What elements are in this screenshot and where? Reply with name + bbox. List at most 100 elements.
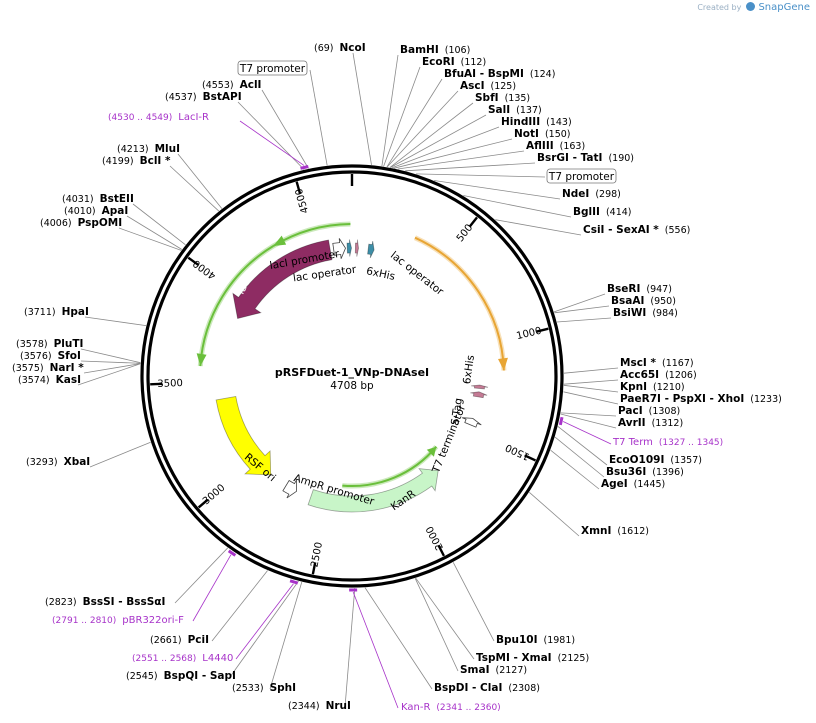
leader-line xyxy=(463,195,572,218)
feature-s-tag[interactable] xyxy=(470,391,488,399)
tick-mark xyxy=(197,498,209,509)
tick-label: 3500 xyxy=(157,378,183,390)
restriction-site-label[interactable]: (3576)SfoI xyxy=(20,350,81,362)
restriction-site-label[interactable]: AscI(125) xyxy=(460,80,516,92)
feature-lac-operator[interactable] xyxy=(367,241,375,259)
restriction-site-label[interactable]: PaeR7I - PspXI - XhoI(1233) xyxy=(620,393,782,405)
feature-t7-terminator[interactable] xyxy=(462,417,482,428)
tick-label: 4000 xyxy=(191,257,218,281)
restriction-site-label[interactable]: SalI(137) xyxy=(488,104,542,116)
leader-line xyxy=(394,138,513,169)
primer-label[interactable]: (2551 .. 2568)L4440 xyxy=(132,653,233,664)
leader-line xyxy=(550,449,600,490)
restriction-site-label[interactable]: (2661)PciI xyxy=(150,634,209,646)
restriction-site-label[interactable]: SmaI(2127) xyxy=(460,664,527,676)
restriction-site-label[interactable]: CsiI - SexAI *(556) xyxy=(583,224,690,236)
leader-line xyxy=(557,426,608,466)
restriction-site-label[interactable]: (4006)PspOMI xyxy=(40,217,122,229)
restriction-site-label[interactable]: (4199)BclI * xyxy=(102,155,171,167)
restriction-site-label[interactable]: (2533)SphI xyxy=(232,682,296,694)
leader-line xyxy=(344,587,356,708)
primer-label[interactable]: (2791 .. 2810)pBR322ori-F xyxy=(52,615,184,626)
leader-line xyxy=(389,102,474,168)
leader-line xyxy=(554,436,605,478)
restriction-site-label[interactable]: AgeI(1445) xyxy=(601,478,665,490)
restriction-site-label[interactable]: (2344)NruI xyxy=(288,700,351,712)
feature-ampr-promoter[interactable] xyxy=(282,479,297,499)
primer-mark xyxy=(558,416,564,426)
restriction-site-label[interactable]: NdeI(298) xyxy=(562,188,621,200)
leader-line xyxy=(169,165,220,212)
leader-line xyxy=(132,203,186,246)
restriction-site-label[interactable]: BsrGI - TatI(190) xyxy=(537,152,634,164)
primer-label[interactable]: Kan-R(2341 .. 2360) xyxy=(401,702,501,713)
restriction-site-label[interactable]: (69)NcoI xyxy=(314,42,366,54)
feature-kanr[interactable] xyxy=(307,468,439,513)
restriction-site-label[interactable]: (2545)BspQI - SapI xyxy=(126,670,236,682)
restriction-site-label[interactable]: (3711)HpaI xyxy=(24,306,89,318)
tick-mark xyxy=(311,562,317,575)
restriction-site-label[interactable]: KpnI(1210) xyxy=(620,381,685,393)
orf-arrow xyxy=(342,445,439,489)
restriction-site-label[interactable]: BfuAI - BspMI(124) xyxy=(444,68,555,80)
restriction-site-label[interactable]: BsaAI(950) xyxy=(611,295,676,307)
leader-line xyxy=(364,587,433,690)
promoter-label[interactable]: T7 promoter xyxy=(239,63,306,75)
feature-laci-promoter[interactable] xyxy=(332,238,346,259)
restriction-site-label[interactable]: Acc65I(1206) xyxy=(620,369,697,381)
orf-arrows xyxy=(196,221,508,489)
restriction-site-label[interactable]: XmnI(1612) xyxy=(581,525,649,537)
leader-line xyxy=(563,379,619,385)
leader-line xyxy=(381,54,399,167)
tick-label: 1500 xyxy=(504,441,532,462)
restriction-site-label[interactable]: HindIII(143) xyxy=(501,116,572,128)
feature-rsf-ori[interactable] xyxy=(215,396,272,476)
restriction-site-label[interactable]: BseRI(947) xyxy=(607,283,672,295)
restriction-site-label[interactable]: (2823)BssSI - BssSαI xyxy=(45,596,165,608)
feature-6xhis[interactable] xyxy=(471,384,489,390)
leader-line xyxy=(309,69,328,166)
leader-line xyxy=(397,150,525,170)
restriction-site-label[interactable]: (3578)PluTI xyxy=(16,338,83,350)
restriction-site-label[interactable]: SbfI(135) xyxy=(475,92,530,104)
restriction-site-label[interactable]: NotI(150) xyxy=(514,128,570,140)
tick-mark xyxy=(437,544,445,557)
leader-line xyxy=(452,562,495,642)
restriction-site-label[interactable]: MscI *(1167) xyxy=(620,357,694,369)
promoter-box xyxy=(546,168,617,184)
primer-label[interactable]: T7 Term(1327 .. 1345) xyxy=(612,437,723,448)
feature-label-lac-operator-2: lac operator xyxy=(388,249,446,298)
primer-label[interactable]: (4530 .. 4549)LacI-R xyxy=(108,112,209,123)
feature-lac-operator[interactable] xyxy=(346,239,352,257)
restriction-site-label[interactable]: BglII(414) xyxy=(573,206,631,218)
restriction-site-label[interactable]: EcoO109I(1357) xyxy=(609,454,702,466)
restriction-site-label[interactable]: EcoRI(112) xyxy=(422,56,486,68)
restriction-site-label[interactable]: BamHI(106) xyxy=(400,44,470,56)
leader-line xyxy=(386,78,443,168)
promoter-label[interactable]: T7 promoter xyxy=(548,171,615,183)
restriction-site-label[interactable]: (3574)KasI xyxy=(18,374,81,386)
leader-line xyxy=(563,367,619,374)
restriction-site-label[interactable]: AflIII(163) xyxy=(526,140,585,152)
restriction-site-label[interactable]: (4553)AclI xyxy=(202,79,261,91)
restriction-site-label[interactable]: BspDI - ClaI(2308) xyxy=(434,682,540,694)
restriction-site-label[interactable]: AvrII(1312) xyxy=(618,417,683,429)
restriction-site-label[interactable]: (3575)NarI * xyxy=(12,362,84,374)
leader-line xyxy=(390,114,487,168)
restriction-site-label[interactable]: (3293)XbaI xyxy=(26,456,90,468)
feature-6xhis[interactable] xyxy=(354,239,359,257)
restriction-site-label[interactable]: Bpu10I(1981) xyxy=(496,634,575,646)
restriction-site-label[interactable]: (4031)BstEII xyxy=(62,193,134,205)
leader-lines xyxy=(77,52,619,709)
restriction-site-label[interactable]: Bsu36I(1396) xyxy=(606,466,684,478)
primer-leader xyxy=(192,554,232,622)
restriction-site-label[interactable]: TspMI - XmaI(2125) xyxy=(476,652,589,664)
feature-laci[interactable] xyxy=(232,239,333,319)
restriction-site-label[interactable]: (4213)MluI xyxy=(117,143,180,155)
restriction-site-label[interactable]: (4537)BstAPI xyxy=(165,91,242,103)
restriction-site-label[interactable]: PacI(1308) xyxy=(618,405,680,417)
tick-label: 2500 xyxy=(309,541,325,568)
restriction-site-label[interactable]: (4010)ApaI xyxy=(64,205,128,217)
restriction-site-label[interactable]: BsiWI(984) xyxy=(613,307,678,319)
